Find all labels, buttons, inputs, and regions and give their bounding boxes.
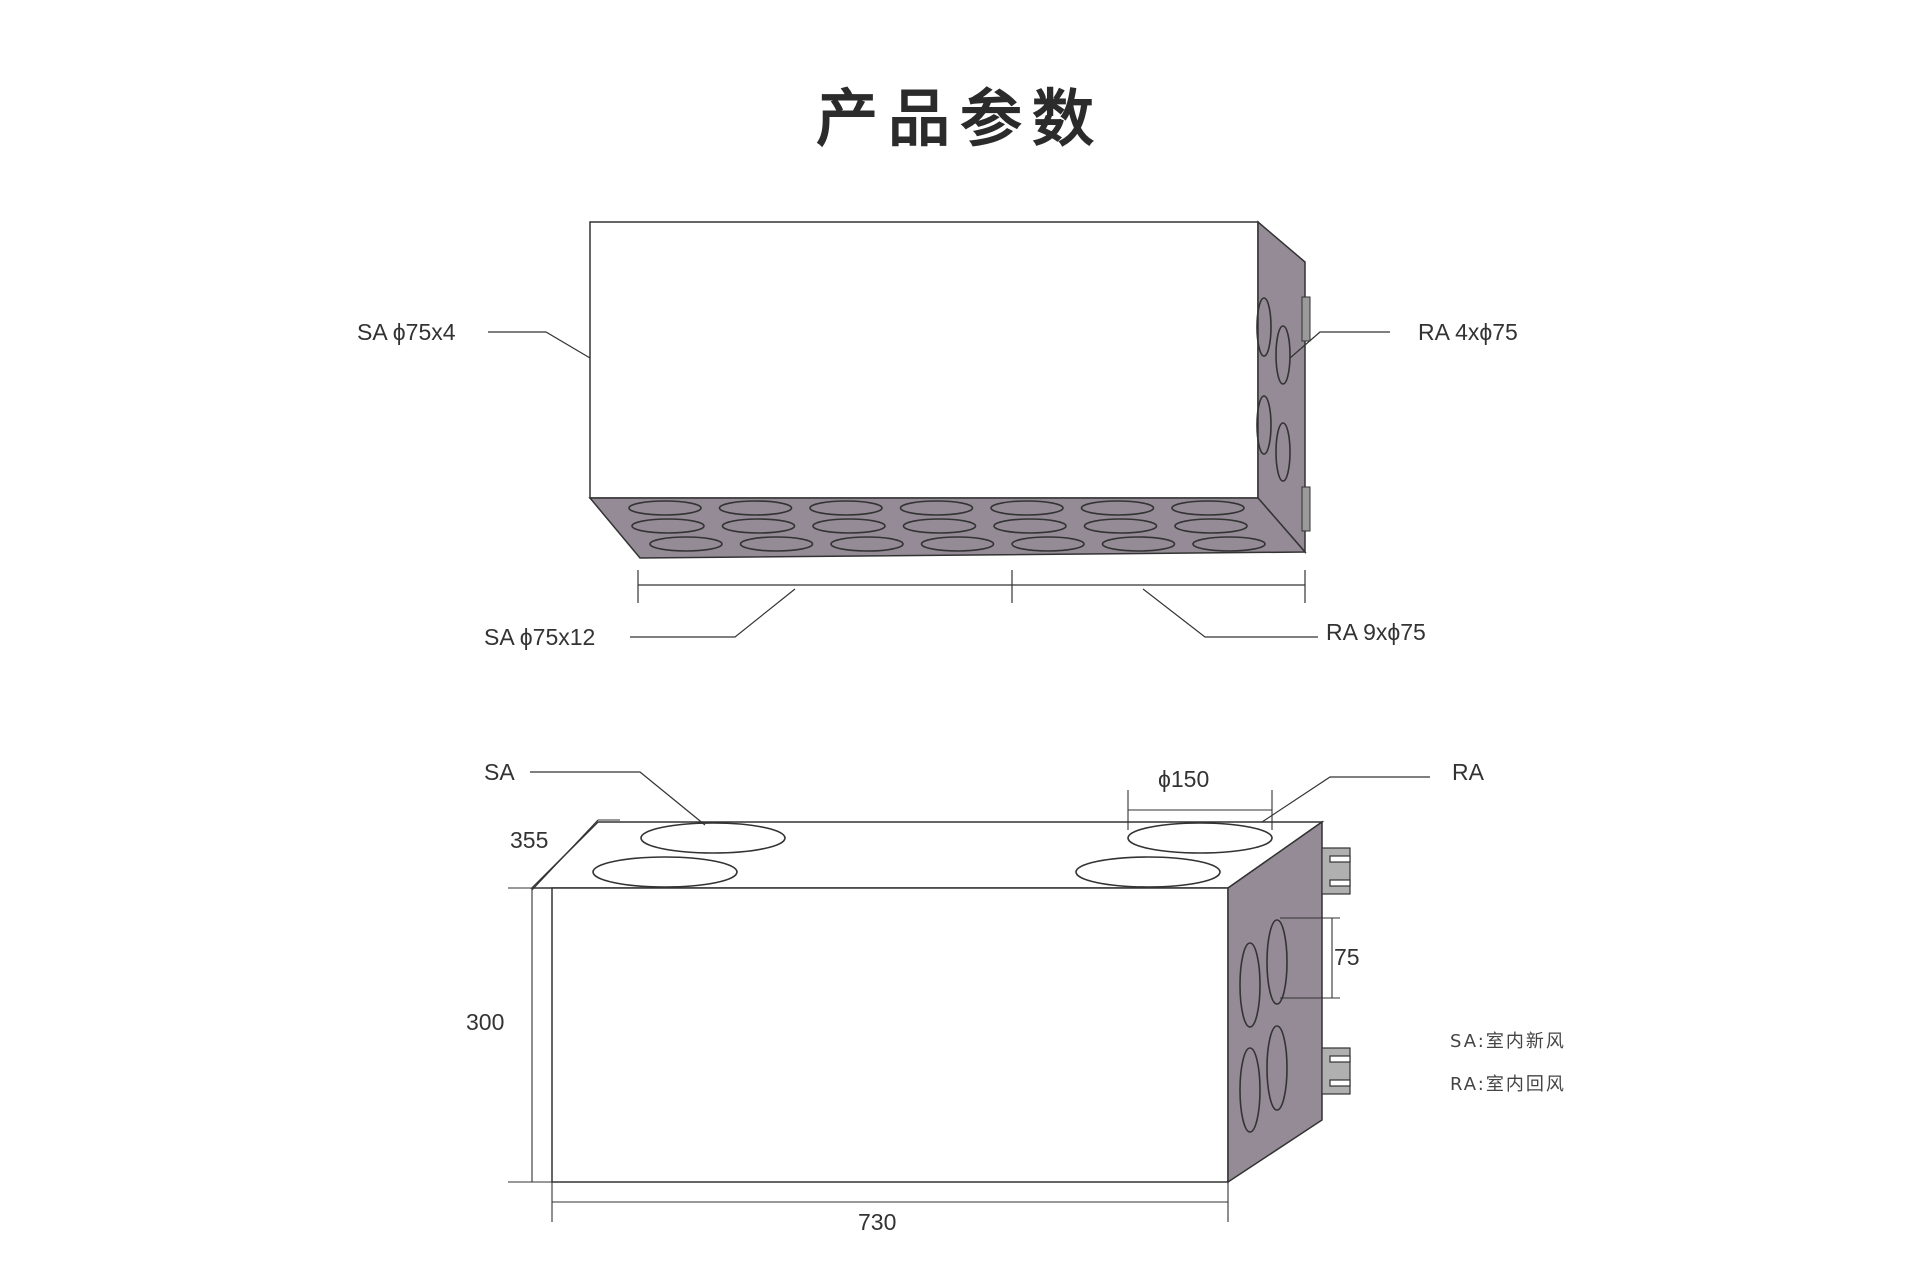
leader-ra-side — [1289, 331, 1390, 359]
top-face-ports — [592, 822, 1273, 888]
label-sa-bottom: SA ϕ75x12 — [484, 624, 595, 650]
side-face-ports — [1239, 919, 1288, 1133]
dim-diameter: ϕ150 — [1158, 766, 1209, 792]
side-port-1 — [1239, 942, 1261, 1028]
dim-depth: 355 — [510, 827, 548, 853]
label-sa-top: SA ϕ75x4 — [357, 319, 456, 345]
box-side-face — [1227, 820, 1323, 1184]
label-sa: SA — [484, 759, 515, 785]
port-sa-front — [592, 856, 738, 888]
dim-width: 730 — [858, 1209, 896, 1235]
bottom-hole — [809, 500, 883, 516]
top-bracket-lower — [1301, 486, 1311, 532]
bottom-view-leaders — [530, 771, 1430, 826]
top-box-front-face — [589, 221, 1259, 499]
top-box-side-face — [1257, 220, 1306, 555]
box-front-face — [551, 887, 1229, 1183]
top-view-dimension-bar — [637, 570, 1306, 603]
bottom-hole — [990, 500, 1064, 516]
top-view-brackets — [1301, 296, 1311, 532]
box-top-face — [530, 821, 1325, 889]
leader-sa — [530, 771, 706, 826]
leader-ra — [1261, 776, 1430, 823]
bottom-hole — [649, 536, 723, 552]
leader-sa-bottom — [630, 588, 796, 638]
bottom-hole — [1192, 536, 1266, 552]
bottom-view-brackets — [1321, 847, 1351, 1095]
bracket-upper — [1321, 847, 1351, 895]
side-port-3 — [1239, 1047, 1261, 1133]
top-view-box — [588, 220, 1307, 559]
bottom-hole — [1101, 536, 1176, 552]
top-view-bottom-holes — [628, 500, 1266, 552]
bottom-hole — [830, 536, 904, 552]
bottom-hole — [1011, 536, 1085, 552]
side-hole — [1275, 325, 1291, 385]
bottom-hole — [1080, 500, 1155, 516]
bottom-view-dimensions — [508, 790, 1340, 1222]
bottom-hole — [631, 518, 705, 534]
top-bracket-upper — [1301, 296, 1311, 342]
bottom-hole — [1171, 500, 1245, 516]
bottom-hole — [739, 536, 814, 552]
bottom-hole — [899, 500, 974, 516]
bottom-hole — [628, 500, 702, 516]
top-view-side-holes — [1256, 297, 1291, 482]
leader-ra-bottom — [1142, 588, 1318, 638]
bottom-hole — [1174, 518, 1248, 534]
legend-ra: RA:室内回风 — [1450, 1074, 1566, 1095]
leader-sa-top — [488, 331, 591, 359]
page-title: 产品参数 — [815, 82, 1104, 155]
bottom-hole — [902, 518, 977, 534]
side-hole — [1275, 422, 1291, 482]
bottom-hole — [920, 536, 995, 552]
side-hole — [1256, 395, 1272, 455]
port-sa-back — [640, 822, 786, 854]
dim-height: 300 — [466, 1009, 504, 1035]
top-view-leaders — [488, 331, 1390, 638]
bracket-lower — [1321, 1047, 1351, 1095]
port-ra-front — [1075, 856, 1221, 888]
bottom-hole — [721, 518, 796, 534]
bottom-hole — [718, 500, 793, 516]
top-box-bottom-face — [588, 497, 1307, 559]
bottom-hole — [812, 518, 886, 534]
label-ra: RA — [1452, 759, 1485, 785]
bottom-view-box — [530, 820, 1325, 1184]
bottom-hole — [993, 518, 1067, 534]
legend-sa: SA:室内新风 — [1450, 1031, 1566, 1052]
bottom-hole — [1083, 518, 1158, 534]
side-hole — [1256, 297, 1272, 357]
label-ra-side: RA 4xϕ75 — [1418, 319, 1518, 345]
label-ra-bottom: RA 9xϕ75 — [1326, 619, 1426, 645]
side-port-4 — [1266, 1025, 1288, 1111]
port-ra-back — [1127, 822, 1273, 854]
dim-port-spacing: 75 — [1334, 944, 1360, 970]
side-port-2 — [1266, 919, 1288, 1005]
